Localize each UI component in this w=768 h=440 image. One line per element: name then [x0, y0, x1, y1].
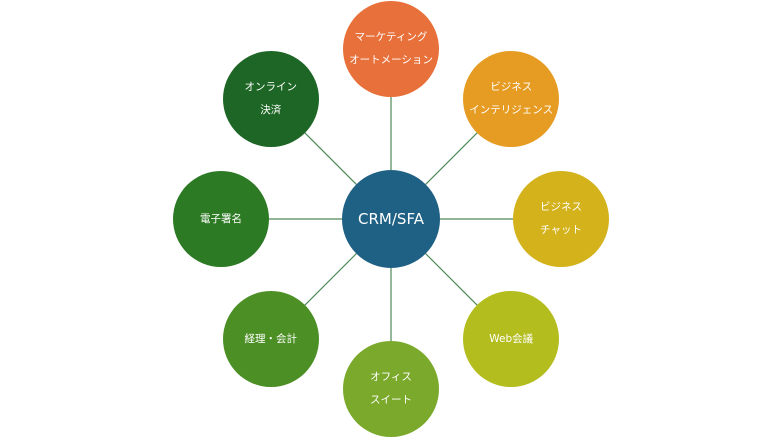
node-label-line: チャット	[540, 224, 582, 236]
node-label-line: ビジネス	[490, 80, 533, 93]
node-label-line: オンライン	[244, 80, 298, 93]
node-label-line: 経理・会計	[244, 332, 298, 345]
node-online-payment: オンライン 決済	[222, 50, 319, 147]
node-marketing-automation: マーケティング オートメーション	[343, 1, 439, 97]
node-label-line: インテリジェンス	[469, 103, 554, 116]
connector-accounting	[304, 253, 357, 306]
node-label-line: ビジネス	[540, 201, 582, 213]
center-node-crm-sfa: CRM/SFA	[342, 170, 440, 268]
center-label: CRM/SFA	[358, 210, 424, 228]
node-label-line: オートメーション	[349, 54, 433, 66]
node-label-line: スイート	[370, 394, 412, 406]
node-e-signature: 電子署名	[173, 171, 269, 267]
node-label-line: マーケティング	[354, 31, 428, 43]
node-business-intelligence: ビジネス インテリジェンス	[463, 50, 560, 147]
node-label-line: 電子署名	[200, 212, 242, 225]
node-label-line: Web会議	[489, 332, 534, 345]
connector-business-intelligence	[425, 132, 478, 185]
node-web-meeting: Web会議	[463, 291, 560, 388]
node-office-suite: オフィス スイート	[343, 341, 439, 437]
connector-web-meeting	[425, 253, 478, 306]
node-label-line: 決済	[260, 103, 282, 116]
node-business-chat: ビジネス チャット	[513, 171, 609, 267]
node-label-line: オフィス	[370, 371, 412, 383]
node-accounting: 経理・会計	[222, 291, 319, 388]
connector-online-payment	[304, 132, 357, 185]
